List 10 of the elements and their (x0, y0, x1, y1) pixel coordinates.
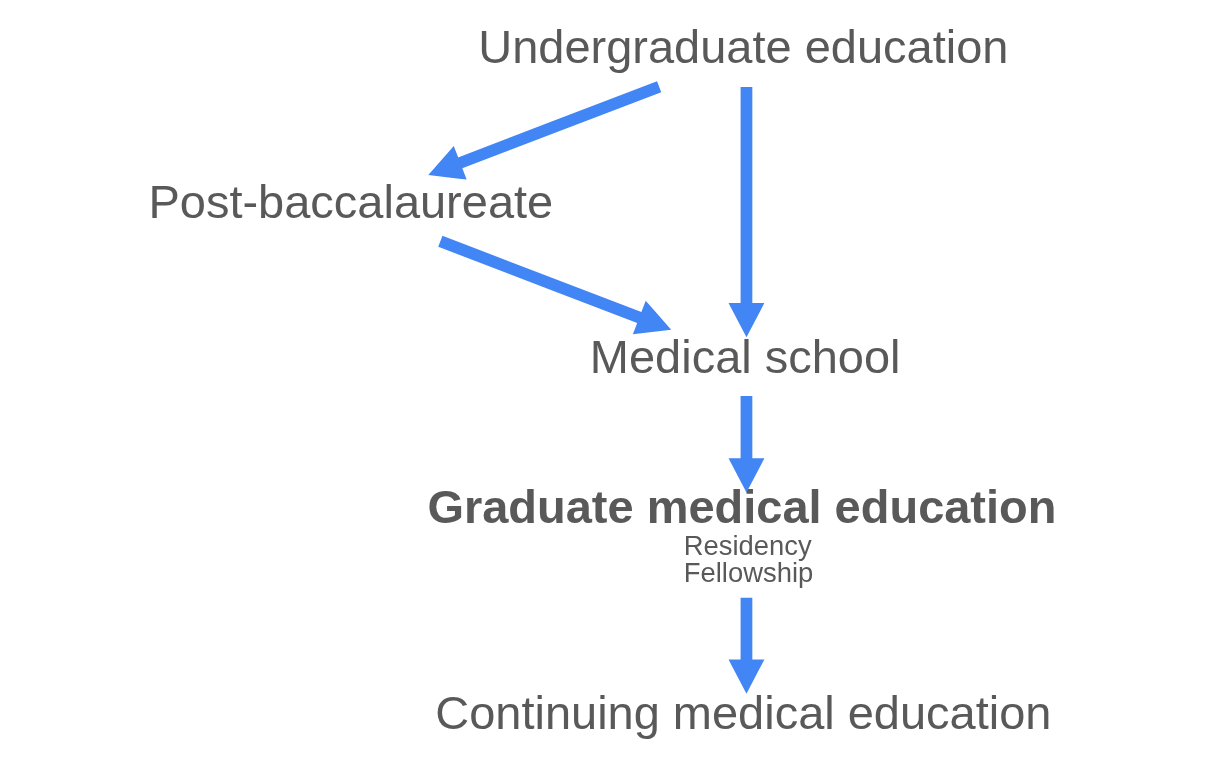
arrow (728, 396, 765, 493)
node-text: Graduate medical education Residency Fellowship (427, 480, 1057, 589)
arrow (438, 235, 672, 335)
node-text: Post-baccalaureate (148, 175, 554, 229)
node-text: Continuing medical education (435, 685, 1052, 739)
node-text: Medical school (589, 329, 901, 383)
arrow (728, 87, 765, 338)
arrow (428, 81, 662, 180)
node-text: Undergraduate education (478, 20, 1009, 74)
arrow (728, 597, 765, 694)
